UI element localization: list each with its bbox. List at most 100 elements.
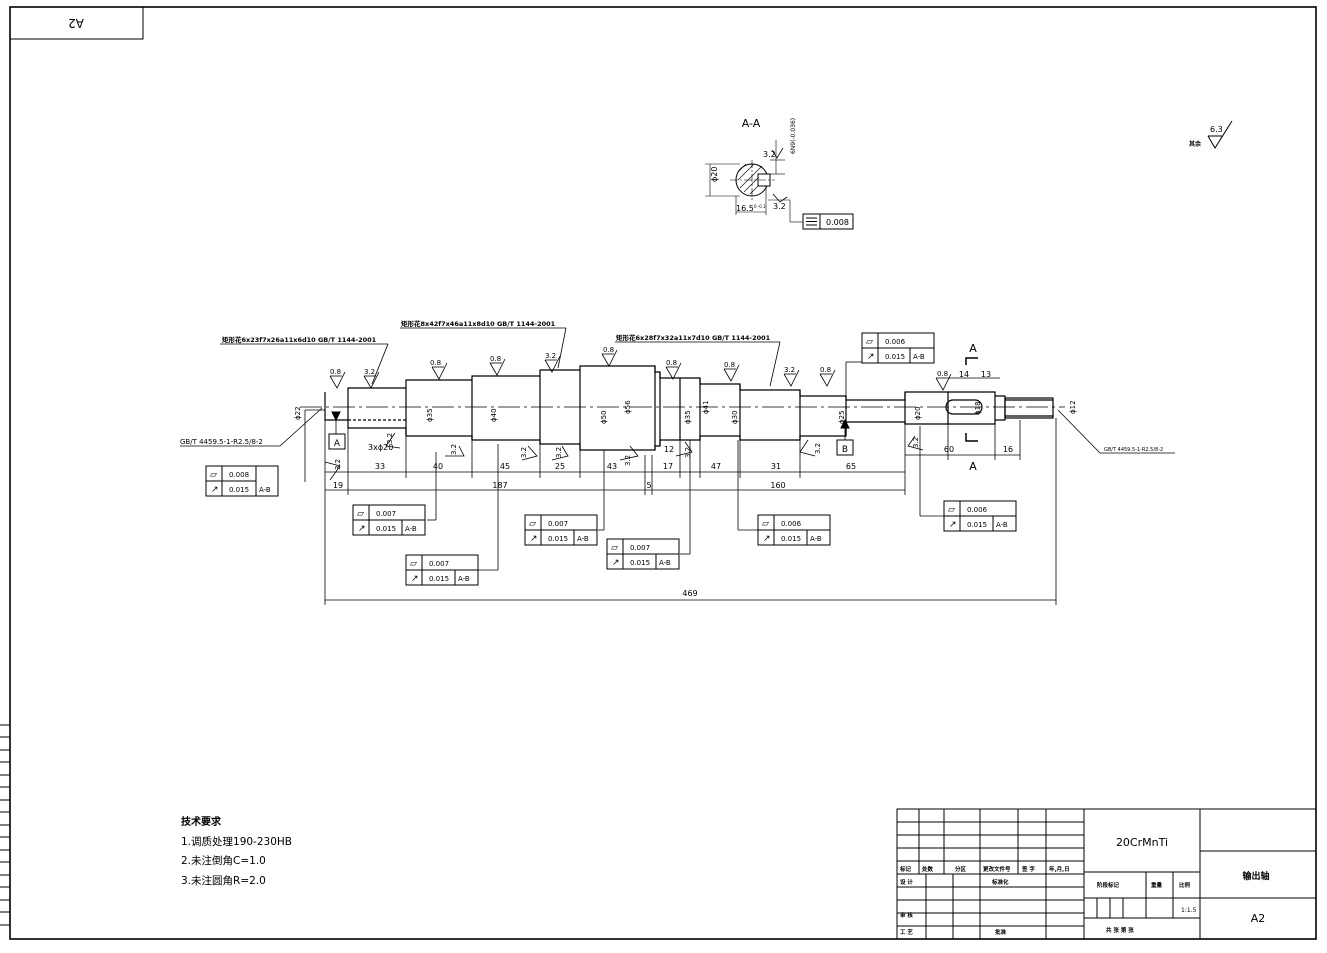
dia-25: ϕ25 xyxy=(838,410,846,424)
dia-35-right: ϕ35 xyxy=(684,410,692,424)
ra-8: 0.8 xyxy=(724,361,735,369)
dia-56: ϕ56 xyxy=(624,400,632,414)
datum-b-box xyxy=(836,439,854,456)
dia-22: ϕ22 xyxy=(294,406,302,420)
dia-20: ϕ20 xyxy=(914,406,922,420)
fcf2-runout: 0.015 xyxy=(376,525,396,533)
dim-43: 43 xyxy=(607,462,617,471)
dia-50: ϕ50 xyxy=(600,410,608,424)
dim-45: 45 xyxy=(500,462,510,471)
svg-text:↗: ↗ xyxy=(949,520,957,530)
ra-6: 0.8 xyxy=(603,346,614,354)
fcf4-ref: A-B xyxy=(577,535,589,543)
notes-title: 技术要求 xyxy=(181,815,222,828)
fcf7-flat: 0.006 xyxy=(885,338,906,346)
datum-a-triangle xyxy=(331,411,341,422)
tb-h-mark: 标记 xyxy=(899,865,912,873)
corner-tag-box xyxy=(9,6,144,40)
ra-3: 0.8 xyxy=(430,359,441,367)
tb-drawing-no: A2 xyxy=(1251,912,1266,925)
dia-12: ϕ12 xyxy=(1069,400,1077,414)
ra-7: 0.8 xyxy=(666,359,677,367)
dim-65: 65 xyxy=(846,462,856,471)
section-width: 16.5 xyxy=(736,204,754,213)
ra-2: 3.2 xyxy=(364,368,375,376)
fcf3-runout: 0.015 xyxy=(429,575,449,583)
ra-19: 3.2 xyxy=(814,443,822,454)
svg-text:↗: ↗ xyxy=(358,524,366,534)
fcf1-ref: A-B xyxy=(259,486,271,494)
leader-lines xyxy=(180,327,1175,571)
dim-33: 33 xyxy=(375,462,385,471)
spline-callout-1: 矩形花6x23f7x26a11x6d10 GB/T 1144-2001 xyxy=(221,335,377,344)
tb-h-approve: 批准 xyxy=(995,928,1007,936)
fcf2-flat: 0.007 xyxy=(376,510,396,518)
note-3: 3.未注圆角R=2.0 xyxy=(181,874,266,887)
roughness-symbols xyxy=(324,147,952,481)
dim-19: 19 xyxy=(333,481,343,490)
dia-41: ϕ41 xyxy=(702,400,710,414)
dim-47: 47 xyxy=(711,462,721,471)
tb-part-name: 输出轴 xyxy=(1242,870,1269,882)
datum-a-box xyxy=(328,433,346,450)
fcf6-ref: A-B xyxy=(810,535,822,543)
margin-ticks xyxy=(0,724,10,926)
dim-31: 31 xyxy=(771,462,781,471)
svg-text:⏥: ⏥ xyxy=(210,470,217,480)
section-fcf-value: 0.008 xyxy=(826,218,849,227)
tb-h-sign: 签 字 xyxy=(1021,865,1035,873)
svg-text:↗: ↗ xyxy=(763,534,771,544)
svg-text:⏥: ⏥ xyxy=(762,519,769,529)
ra-9: 3.2 xyxy=(784,366,795,374)
svg-text:↗: ↗ xyxy=(867,352,875,362)
tb-h-std: 标准化 xyxy=(991,878,1009,886)
fcf1-runout: 0.015 xyxy=(229,486,249,494)
datum-b-label: B xyxy=(842,445,848,455)
dim-469: 469 xyxy=(682,589,697,598)
dim-187: 187 xyxy=(492,481,507,490)
svg-text:↗: ↗ xyxy=(411,574,419,584)
dim-5: 5 xyxy=(646,481,651,490)
shaft-outline xyxy=(324,365,1054,451)
note-1: 1.调质处理190-230HB xyxy=(181,836,292,848)
sheet-border xyxy=(9,6,1317,940)
dim-14: 14 xyxy=(959,370,969,379)
svg-text:↗: ↗ xyxy=(211,485,219,495)
spline-callout-2: 矩形花8x42f7x46a11x8d10 GB/T 1144-2001 xyxy=(400,319,556,328)
dia-18: ϕ18 xyxy=(974,401,982,415)
fcf4-flat: 0.007 xyxy=(548,520,568,528)
fcf-boxes xyxy=(205,332,1017,586)
section-width-tol: 0 -0.1 xyxy=(754,204,766,209)
tb-h-design: 设 计 xyxy=(900,878,913,886)
section-key: 6N9(-0.036) xyxy=(790,118,797,154)
note-2: 2.未注倒角C=1.0 xyxy=(181,854,266,867)
svg-text:⏥: ⏥ xyxy=(529,519,536,529)
svg-text:↗: ↗ xyxy=(530,534,538,544)
ra-5: 3.2 xyxy=(545,352,556,360)
fcf7-runout: 0.015 xyxy=(885,353,905,361)
svg-text:⏥: ⏥ xyxy=(948,505,955,515)
dim-13: 13 xyxy=(981,370,991,379)
fcf8-ref: A-B xyxy=(996,521,1008,529)
fcf5-flat: 0.007 xyxy=(630,544,650,552)
dia-30: ϕ30 xyxy=(731,410,739,424)
dim-17: 17 xyxy=(663,462,673,471)
tb-h-zone: 分区 xyxy=(955,865,967,873)
section-ra-side: 3.2 xyxy=(773,202,786,211)
surface-default-value: 6.3 xyxy=(1210,125,1223,134)
section-ra-top: 3.2 xyxy=(763,150,776,159)
section-cut-marks xyxy=(965,357,978,442)
fcf8-runout: 0.015 xyxy=(967,521,987,529)
dia-35-left: ϕ35 xyxy=(426,408,434,422)
datum-b-triangle xyxy=(840,418,850,429)
ra-16: 3.2 xyxy=(555,447,563,458)
ra-17: 3.2 xyxy=(624,455,632,466)
section-aa xyxy=(705,140,854,230)
fcf5-ref: A-B xyxy=(659,559,671,567)
section-dia: ϕ20 xyxy=(710,167,719,182)
dim-12: 12 xyxy=(664,445,674,454)
corner-tag: A2 xyxy=(68,16,84,30)
surface-default-symbol xyxy=(1207,120,1233,149)
